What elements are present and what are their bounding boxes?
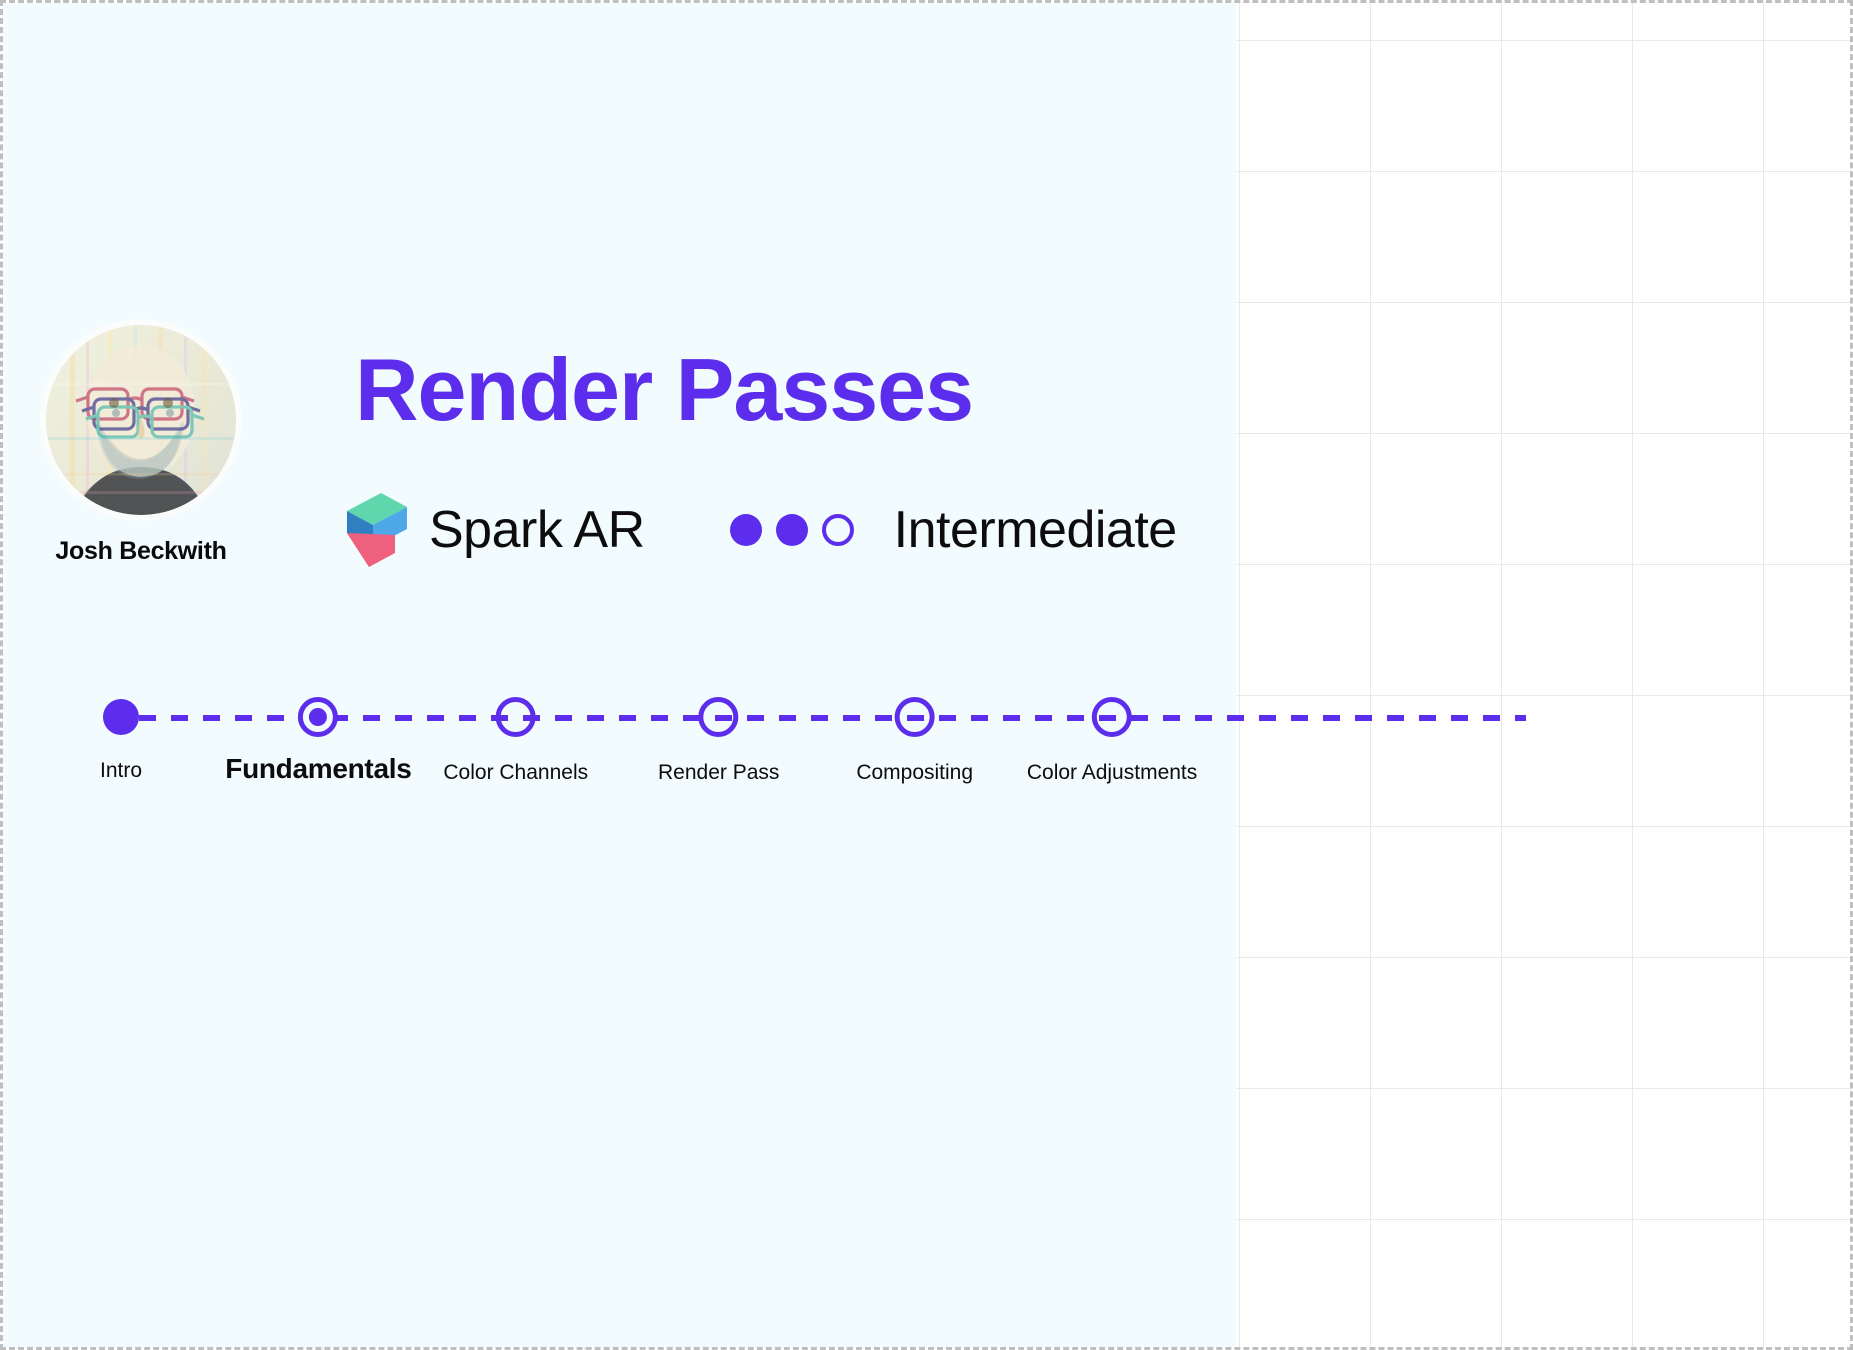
timeline-marker-done-icon[interactable] [103, 699, 139, 735]
timeline-step-1[interactable]: Fundamentals [225, 675, 412, 785]
timeline-step-label: Render Pass [657, 761, 780, 784]
timeline-step-3[interactable]: Render Pass [658, 675, 779, 785]
slide-background [3, 3, 1236, 1347]
platform-name: Spark AR [429, 501, 645, 559]
difficulty-dot-1-icon [729, 514, 762, 546]
avatar [46, 325, 236, 515]
author-block: Josh Beckwith [43, 325, 239, 566]
difficulty-dots [729, 514, 854, 546]
timeline-marker-current-icon[interactable] [298, 697, 339, 737]
timeline-step-label: Color Adjustments [1026, 761, 1198, 784]
difficulty-dot-3-icon [821, 514, 854, 546]
meta-row: Spark AR Intermediate [335, 490, 1177, 570]
course-timeline: Intro Fundamentals Color Channels Render Pa… [100, 675, 1526, 835]
spark-ar-logo-icon [335, 491, 407, 569]
timeline-marker-todo-icon[interactable] [698, 697, 739, 737]
timeline-step-label: Fundamentals [225, 753, 412, 784]
difficulty-label: Intermediate [893, 501, 1178, 559]
timeline-step-4[interactable]: Compositing [856, 675, 973, 785]
timeline-step-label: Compositing [856, 761, 974, 784]
page-title: Render Passes [355, 340, 974, 439]
timeline-track [139, 715, 1526, 721]
timeline-marker-todo-icon[interactable] [495, 697, 536, 737]
timeline-step-2[interactable]: Color Channels [443, 675, 588, 785]
author-name: Josh Beckwith [55, 537, 227, 565]
timeline-step-5[interactable]: Color Adjustments [1027, 675, 1197, 785]
timeline-marker-todo-icon[interactable] [1092, 697, 1133, 737]
difficulty-dot-2-icon [775, 514, 808, 546]
timeline-step-label: Color Channels [443, 761, 589, 784]
timeline-step-label: Intro [99, 759, 143, 782]
timeline-step-0[interactable]: Intro [100, 675, 142, 783]
timeline-marker-todo-icon[interactable] [894, 697, 935, 737]
